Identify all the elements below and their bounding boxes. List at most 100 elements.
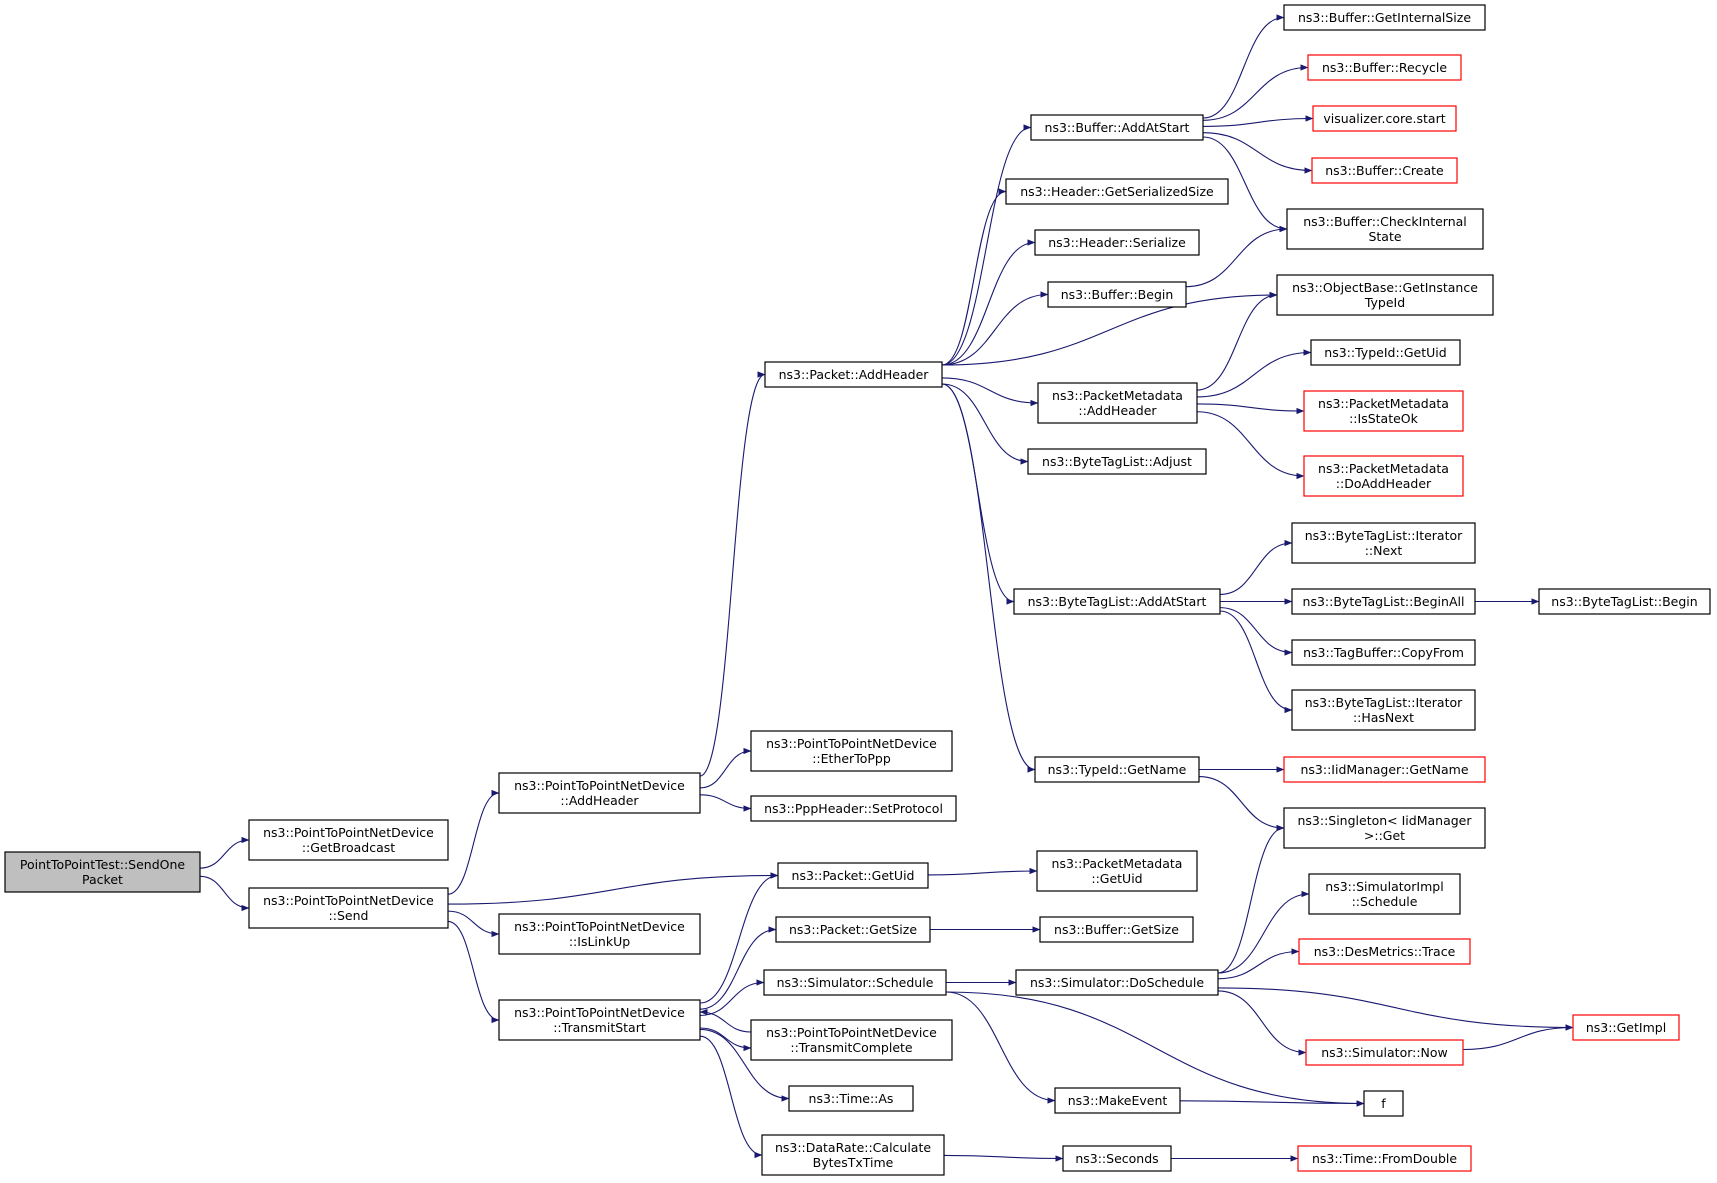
node-btl-adjust[interactable]: ns3::ByteTagList::Adjust bbox=[1027, 448, 1207, 475]
node-box[interactable] bbox=[1298, 938, 1471, 965]
node-box[interactable] bbox=[788, 1085, 914, 1112]
node-btl-begin[interactable]: ns3::ByteTagList::Begin bbox=[1538, 588, 1711, 615]
node-hdr-serialize[interactable]: ns3::Header::Serialize bbox=[1034, 229, 1200, 256]
node-typeid-getuid[interactable]: ns3::TypeId::GetUid bbox=[1310, 339, 1461, 366]
node-box[interactable] bbox=[1286, 208, 1484, 250]
node-box[interactable] bbox=[1047, 281, 1187, 308]
node-box[interactable] bbox=[1283, 4, 1486, 31]
node-box[interactable] bbox=[1030, 114, 1204, 141]
node-box[interactable] bbox=[1572, 1014, 1680, 1041]
node-box[interactable] bbox=[1303, 455, 1464, 497]
node-buf-getsize[interactable]: ns3::Buffer::GetSize bbox=[1039, 916, 1194, 943]
node-box[interactable] bbox=[498, 999, 701, 1041]
node-box[interactable] bbox=[1363, 1090, 1404, 1117]
node-getimpl[interactable]: ns3::GetImpl bbox=[1572, 1014, 1680, 1041]
node-box[interactable] bbox=[1037, 382, 1198, 424]
node-p2p-addheader[interactable]: ns3::PointToPointNetDevice::AddHeader bbox=[498, 772, 701, 814]
node-box[interactable] bbox=[1015, 969, 1219, 996]
node-transmitcomplete[interactable]: ns3::PointToPointNetDevice::TransmitComp… bbox=[750, 1019, 953, 1061]
node-send[interactable]: ns3::PointToPointNetDevice::Send bbox=[248, 887, 449, 929]
node-desmetrics-trace[interactable]: ns3::DesMetrics::Trace bbox=[1298, 938, 1471, 965]
node-simimpl-schedule[interactable]: ns3::SimulatorImpl::Schedule bbox=[1308, 873, 1461, 915]
node-buf-addatstart[interactable]: ns3::Buffer::AddAtStart bbox=[1030, 114, 1204, 141]
node-box[interactable] bbox=[1305, 1039, 1464, 1066]
node-getuid[interactable]: ns3::Packet::GetUid bbox=[777, 862, 929, 889]
node-box[interactable] bbox=[1312, 105, 1457, 132]
node-box[interactable] bbox=[1283, 807, 1486, 849]
node-ethertoppp[interactable]: ns3::PointToPointNetDevice::EtherToPpp bbox=[750, 730, 953, 772]
node-box[interactable] bbox=[1054, 1087, 1181, 1114]
node-buf-create[interactable]: ns3::Buffer::Create bbox=[1311, 157, 1458, 184]
node-makeevent[interactable]: ns3::MakeEvent bbox=[1054, 1087, 1181, 1114]
node-islinkup[interactable]: ns3::PointToPointNetDevice::IsLinkUp bbox=[498, 913, 701, 955]
node-box[interactable] bbox=[498, 772, 701, 814]
node-buf-recycle[interactable]: ns3::Buffer::Recycle bbox=[1307, 54, 1462, 81]
node-box[interactable] bbox=[1276, 274, 1494, 316]
node-btl-addatstart[interactable]: ns3::ByteTagList::AddAtStart bbox=[1013, 588, 1221, 615]
node-box[interactable] bbox=[764, 361, 943, 388]
node-box[interactable] bbox=[1311, 157, 1458, 184]
node-sim-schedule[interactable]: ns3::Simulator::Schedule bbox=[763, 969, 947, 996]
node-buf-begin[interactable]: ns3::Buffer::Begin bbox=[1047, 281, 1187, 308]
node-box[interactable] bbox=[1297, 1145, 1472, 1172]
node-pm-isstateok[interactable]: ns3::PacketMetadata::IsStateOk bbox=[1303, 390, 1464, 432]
node-seconds[interactable]: ns3::Seconds bbox=[1062, 1145, 1172, 1172]
node-box[interactable] bbox=[1062, 1145, 1172, 1172]
node-f[interactable]: f bbox=[1363, 1090, 1404, 1117]
node-box[interactable] bbox=[750, 1019, 953, 1061]
node-box[interactable] bbox=[248, 819, 449, 861]
node-getsize[interactable]: ns3::Packet::GetSize bbox=[775, 916, 931, 943]
node-box[interactable] bbox=[775, 916, 931, 943]
node-box[interactable] bbox=[1291, 522, 1476, 564]
node-box[interactable] bbox=[1303, 390, 1464, 432]
node-pm-addheader[interactable]: ns3::PacketMetadata::AddHeader bbox=[1037, 382, 1198, 424]
node-box[interactable] bbox=[750, 730, 953, 772]
node-vis-start[interactable]: visualizer.core.start bbox=[1312, 105, 1457, 132]
node-box[interactable] bbox=[761, 1134, 945, 1176]
node-box[interactable] bbox=[1538, 588, 1711, 615]
node-box[interactable] bbox=[1308, 873, 1461, 915]
node-box[interactable] bbox=[1034, 229, 1200, 256]
node-typeid-getname[interactable]: ns3::TypeId::GetName bbox=[1034, 756, 1200, 783]
node-box[interactable] bbox=[1291, 588, 1476, 615]
node-box[interactable] bbox=[763, 969, 947, 996]
node-btl-it-next[interactable]: ns3::ByteTagList::Iterator::Next bbox=[1291, 522, 1476, 564]
node-box[interactable] bbox=[1034, 756, 1200, 783]
node-pm-doaddheader[interactable]: ns3::PacketMetadata::DoAddHeader bbox=[1303, 455, 1464, 497]
node-box[interactable] bbox=[1310, 339, 1461, 366]
node-box[interactable] bbox=[1013, 588, 1221, 615]
node-pm-getuid[interactable]: ns3::PacketMetadata::GetUid bbox=[1036, 850, 1198, 892]
node-box[interactable] bbox=[1283, 756, 1486, 783]
node-box[interactable] bbox=[1027, 448, 1207, 475]
node-tagbuf-copyfrom[interactable]: ns3::TagBuffer::CopyFrom bbox=[1291, 639, 1476, 666]
node-box[interactable] bbox=[1291, 689, 1476, 731]
node-box[interactable] bbox=[750, 795, 957, 822]
node-box[interactable] bbox=[1005, 178, 1229, 205]
node-hdr-getsersize[interactable]: ns3::Header::GetSerializedSize bbox=[1005, 178, 1229, 205]
node-time-as[interactable]: ns3::Time::As bbox=[788, 1085, 914, 1112]
node-sim-doschedule[interactable]: ns3::Simulator::DoSchedule bbox=[1015, 969, 1219, 996]
node-sim-now[interactable]: ns3::Simulator::Now bbox=[1305, 1039, 1464, 1066]
node-box[interactable] bbox=[1291, 639, 1476, 666]
node-singleton-get[interactable]: ns3::Singleton< IidManager>::Get bbox=[1283, 807, 1486, 849]
node-btl-it-hasnext[interactable]: ns3::ByteTagList::Iterator::HasNext bbox=[1291, 689, 1476, 731]
node-setprotocol[interactable]: ns3::PppHeader::SetProtocol bbox=[750, 795, 957, 822]
node-transmitstart[interactable]: ns3::PointToPointNetDevice::TransmitStar… bbox=[498, 999, 701, 1041]
node-buf-getinternalsize[interactable]: ns3::Buffer::GetInternalSize bbox=[1283, 4, 1486, 31]
node-box[interactable] bbox=[4, 851, 201, 893]
node-box[interactable] bbox=[1307, 54, 1462, 81]
node-box[interactable] bbox=[1036, 850, 1198, 892]
node-iid-getname[interactable]: ns3::IidManager::GetName bbox=[1283, 756, 1486, 783]
node-box[interactable] bbox=[1039, 916, 1194, 943]
node-box[interactable] bbox=[248, 887, 449, 929]
node-box[interactable] bbox=[777, 862, 929, 889]
node-getbroadcast[interactable]: ns3::PointToPointNetDevice::GetBroadcast bbox=[248, 819, 449, 861]
node-box[interactable] bbox=[498, 913, 701, 955]
node-pkt-addheader[interactable]: ns3::Packet::AddHeader bbox=[764, 361, 943, 388]
node-time-fromdouble[interactable]: ns3::Time::FromDouble bbox=[1297, 1145, 1472, 1172]
node-btl-beginall[interactable]: ns3::ByteTagList::BeginAll bbox=[1291, 588, 1476, 615]
